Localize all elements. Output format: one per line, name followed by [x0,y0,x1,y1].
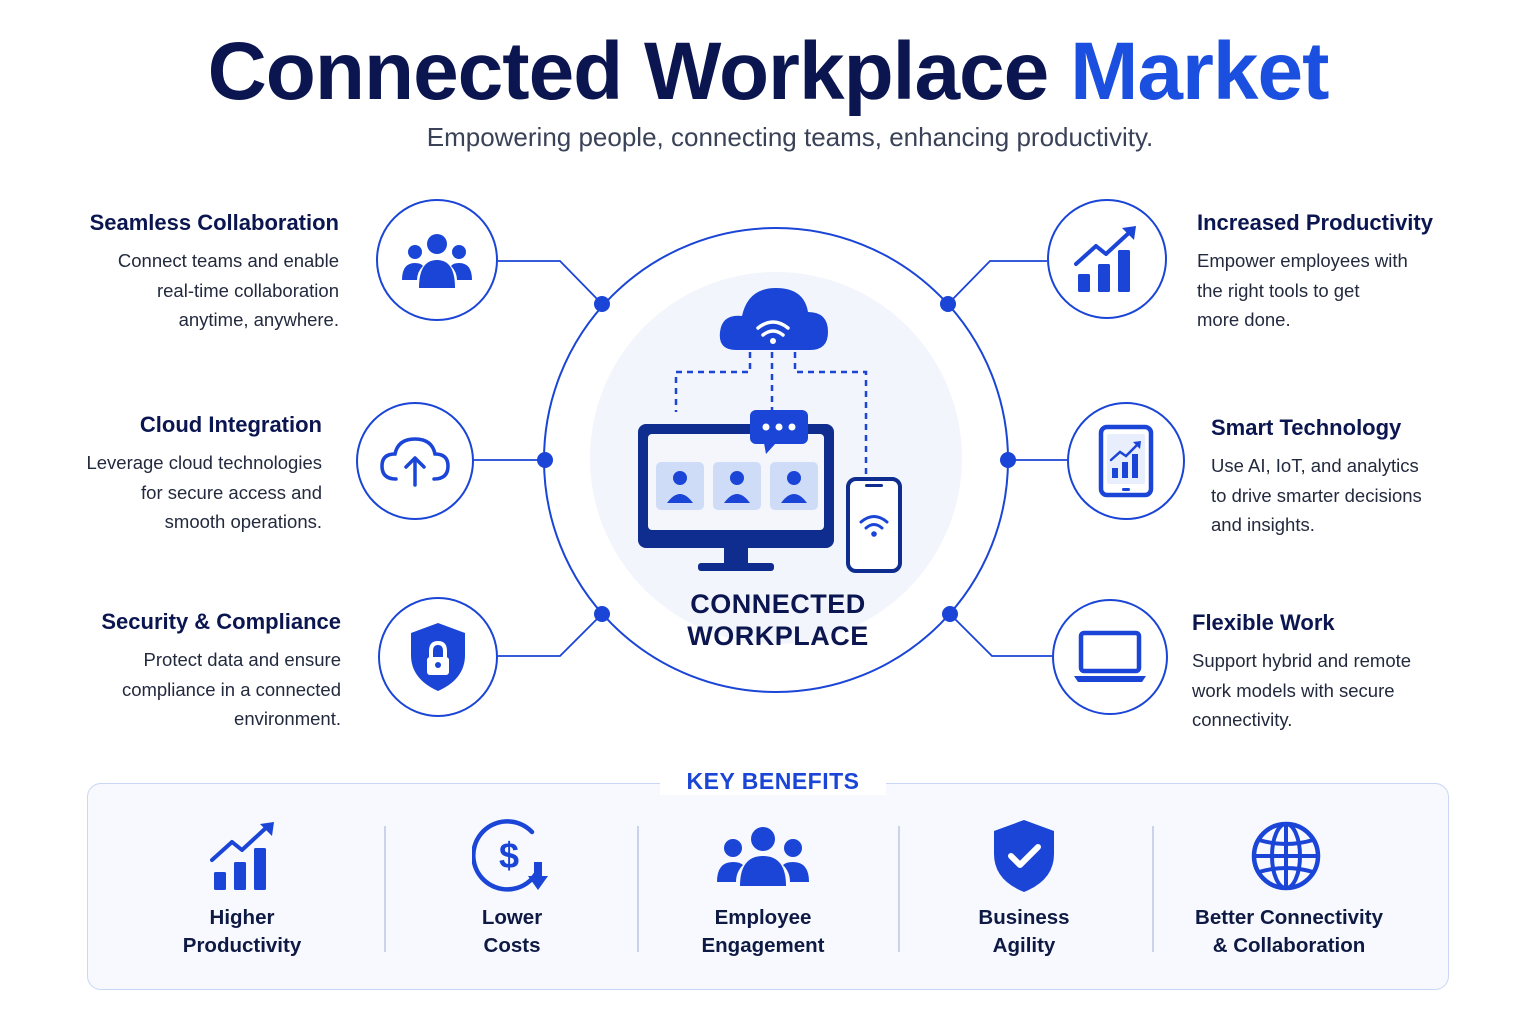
connector-line [498,613,603,657]
feature-security-compliance: Security & Compliance Protect data and e… [11,609,341,734]
feature-smart-technology: Smart Technology Use AI, IoT, and analyt… [1211,415,1531,540]
feature-title: Flexible Work [1192,610,1335,635]
feature-title: Increased Productivity [1197,210,1433,235]
feature-title: Seamless Collaboration [89,210,339,235]
benefit-divider [637,826,639,952]
feature-title: Smart Technology [1211,415,1402,440]
shield-lock-icon [378,597,498,717]
title-main: Connected Workplace [207,26,1050,117]
benefits-panel [87,783,1449,990]
feature-title: Security & Compliance [101,609,341,634]
dashed-links [674,352,868,474]
smartphone-icon [846,477,902,573]
shield-check-icon [990,818,1058,894]
growth-chart-icon [208,820,278,892]
chat-bubble-icon [750,410,808,454]
page-subtitle: Empowering people, connecting teams, enh… [426,122,1154,152]
connector-dot [1000,452,1016,468]
connector-dot [594,296,610,312]
people-icon [716,824,810,888]
center-label: CONNECTED WORKPLACE [687,589,869,651]
page-title: Connected Workplace Market [0,22,1536,122]
connector-line [949,613,1052,657]
connector-line [947,260,1047,305]
connector-dot [942,606,958,622]
laptop-icon [1052,599,1168,715]
connector-dot [940,296,956,312]
monitor-icon [638,424,834,571]
benefit-divider [898,826,900,952]
feature-cloud-integration: Cloud Integration Leverage cloud technol… [0,412,322,537]
connector-line [498,260,603,305]
feature-title: Cloud Integration [139,412,322,437]
connector-dot [594,606,610,622]
benefit-divider [1152,826,1154,952]
cloud-wifi-icon [719,288,828,350]
benefits-heading: KEY BENEFITS [660,768,886,795]
tablet-chart-icon [1067,402,1185,520]
growth-chart-icon [1047,199,1167,319]
svg-text:$: $ [499,835,519,876]
dollar-down-icon: $ [471,818,556,894]
team-icon [376,199,498,321]
cloud-upload-icon [356,402,474,520]
globe-icon [1250,820,1322,892]
feature-seamless-collaboration: Seamless Collaboration Connect teams and… [9,210,339,335]
connector-dot [537,452,553,468]
benefit-label: Better Connectivity& Collaboration [1195,906,1383,957]
benefit-divider [384,826,386,952]
feature-increased-productivity: Increased Productivity Empower employees… [1197,210,1527,335]
title-accent: Market [1070,26,1329,117]
